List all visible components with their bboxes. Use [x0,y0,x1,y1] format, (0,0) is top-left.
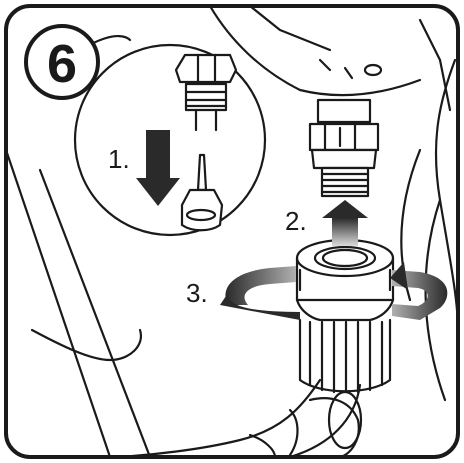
step-label-1: 1. [108,144,130,174]
rotate-arrow-icon [220,262,448,320]
step-badge: 6 [24,24,100,100]
machine-body [208,6,458,402]
coupling-nut [295,238,395,394]
frame-tube [6,35,152,457]
arrow-down-icon [136,130,180,206]
step-label-3: 3. [186,278,208,308]
step-label-2: 2. [285,206,307,236]
fitting-connector [308,98,380,198]
step-number: 6 [47,34,77,94]
frame-border [4,4,460,459]
arrow-up-icon [322,200,368,246]
